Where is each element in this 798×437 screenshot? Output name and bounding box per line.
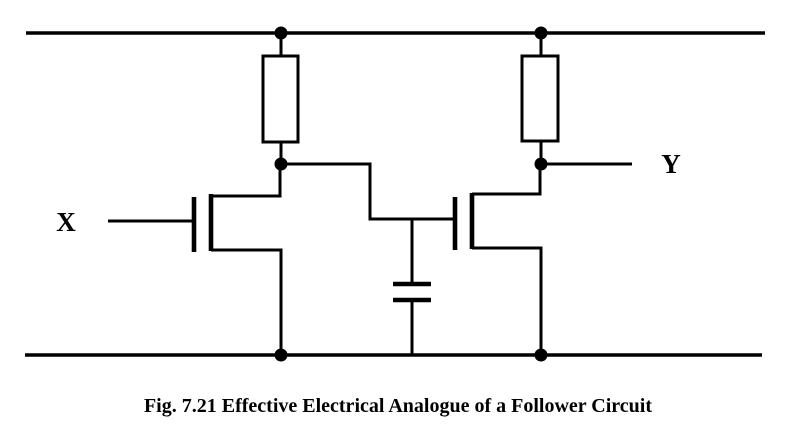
transistor-right-drain-lead	[472, 164, 542, 196]
transistor-right-source-lead	[472, 246, 543, 355]
input-node-label: X	[56, 207, 76, 237]
transistor-right	[452, 164, 543, 355]
junction-mid-left	[274, 157, 288, 171]
junction-top-left	[274, 26, 288, 40]
transistor-left-drain-lead	[211, 164, 282, 198]
junction-top-right	[534, 26, 548, 40]
transistor-left	[108, 164, 283, 355]
resistor-left-body	[261, 54, 300, 144]
capacitor	[393, 219, 431, 355]
junction-mid-right	[534, 157, 548, 171]
output-node-label: Y	[661, 149, 681, 179]
resistor-right	[520, 33, 560, 165]
junction-bottom-left	[274, 348, 288, 362]
node-to-gate-wire	[281, 162, 453, 221]
junction-bottom-right	[534, 348, 548, 362]
resistor-right-body	[520, 54, 560, 143]
gate-coupling-wire	[281, 162, 453, 221]
figure-caption: Fig. 7.21 Effective Electrical Analogue …	[144, 395, 652, 417]
resistor-left	[261, 33, 300, 165]
junction-dots	[274, 26, 548, 362]
transistor-left-source-lead	[211, 248, 283, 355]
